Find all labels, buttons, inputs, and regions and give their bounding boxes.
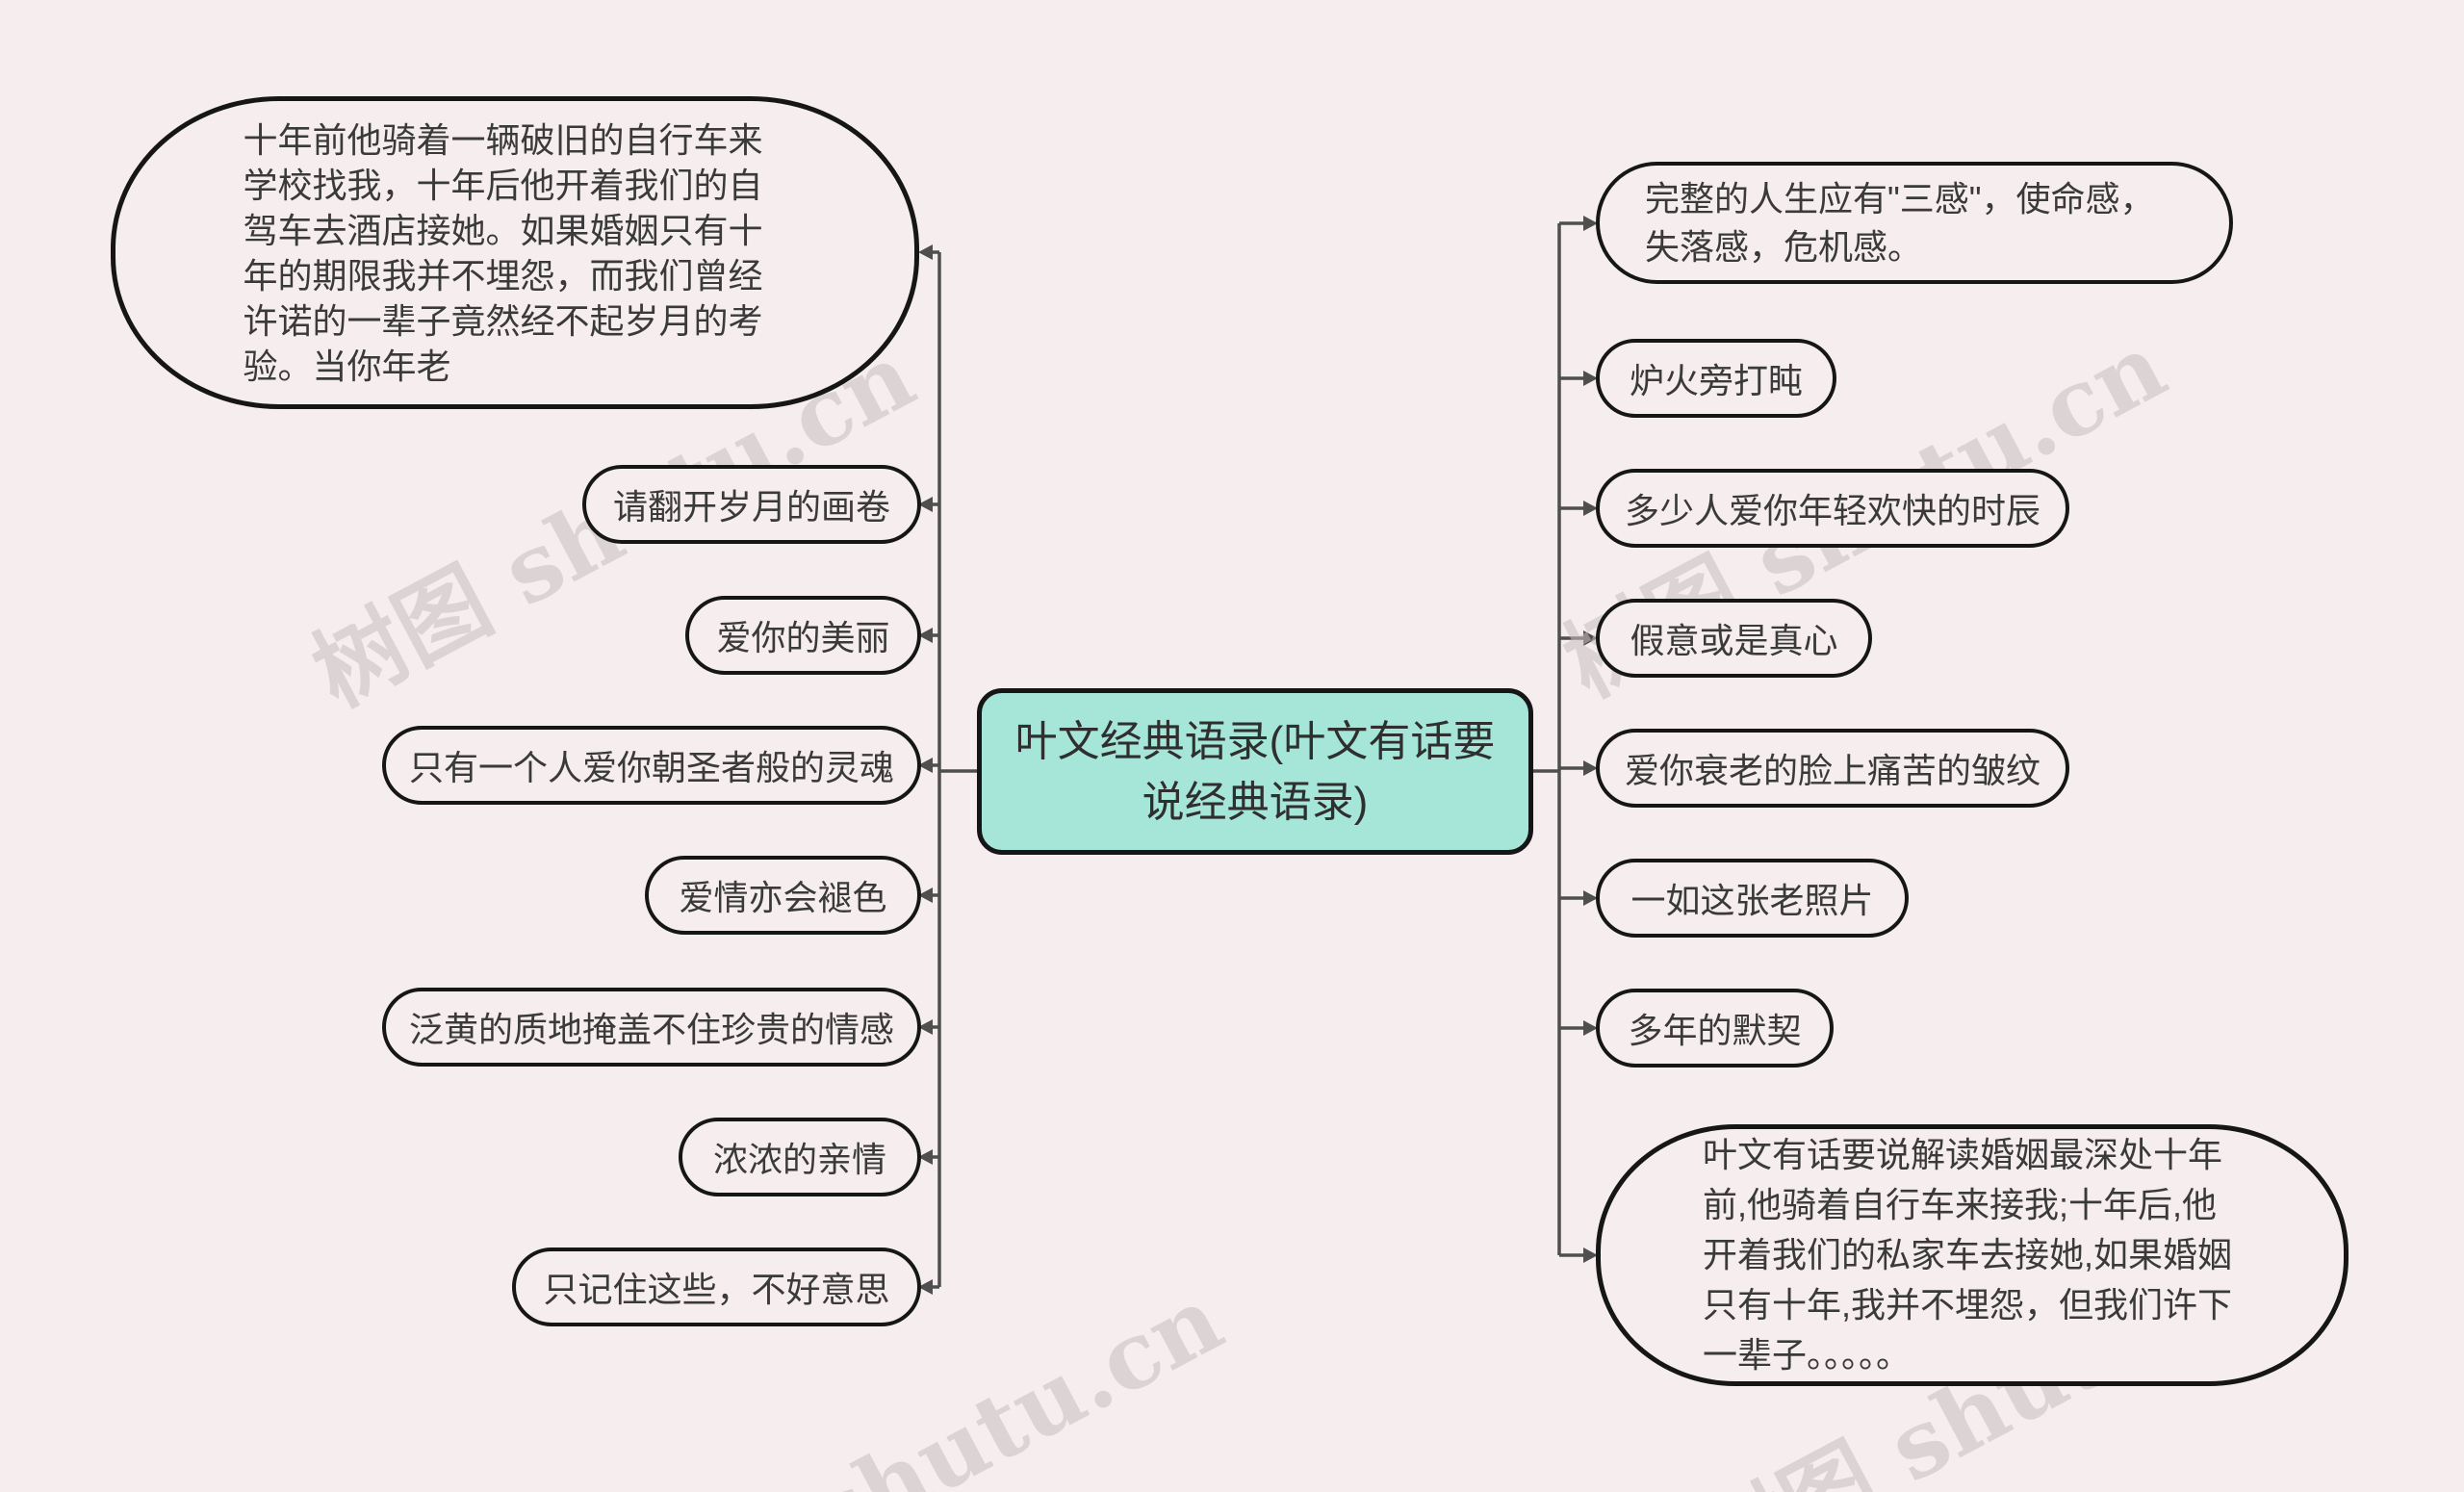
node-label: 浓浓的亲情 (712, 1140, 886, 1179)
left-node-7[interactable]: 只记住这些，不好意思 (512, 1248, 921, 1326)
right-node-0[interactable]: 完整的人生应有"三感"，使命感，失落感，危机感。 (1596, 162, 2233, 284)
left-node-6[interactable]: 浓浓的亲情 (679, 1118, 921, 1196)
node-label: 泛黄的质地掩盖不住珍贵的情感 (408, 1010, 894, 1049)
arrowheads (918, 216, 1598, 1295)
right-node-5[interactable]: 一如这张老照片 (1596, 859, 1909, 938)
left-node-quote-long[interactable]: 十年前他骑着一辆破旧的自行车来学校找我，十年后他开着我们的自驾车去酒店接她。如果… (111, 96, 919, 409)
central-topic-node[interactable]: 叶文经典语录(叶文有话要说经典语录) (977, 688, 1533, 855)
node-label: 多少人爱你年轻欢快的时辰 (1624, 491, 2040, 530)
node-label: 只记住这些，不好意思 (543, 1270, 890, 1309)
left-node-3[interactable]: 只有一个人爱你朝圣者般的灵魂 (382, 726, 921, 805)
node-label: 假意或是真心 (1630, 621, 1838, 660)
right-node-1[interactable]: 炉火旁打盹 (1596, 339, 1836, 418)
node-label: 十年前他骑着一辆破旧的自行车来学校找我，十年后他开着我们的自驾车去酒店接她。如果… (243, 119, 763, 386)
left-node-4[interactable]: 爱情亦会褪色 (645, 856, 921, 935)
central-topic-label: 叶文经典语录(叶文有话要说经典语录) (1014, 717, 1496, 826)
left-node-5[interactable]: 泛黄的质地掩盖不住珍贵的情感 (382, 988, 921, 1067)
node-label: 多年的默契 (1628, 1011, 1802, 1050)
node-label: 完整的人生应有"三感"，使命感，失落感，危机感。 (1645, 178, 2155, 267)
left-node-2[interactable]: 爱你的美丽 (685, 596, 921, 675)
node-label: 只有一个人爱你朝圣者般的灵魂 (408, 748, 894, 787)
right-node-2[interactable]: 多少人爱你年轻欢快的时辰 (1596, 469, 2069, 548)
node-label: 爱你衰老的脸上痛苦的皱纹 (1624, 751, 2040, 790)
node-label: 爱你的美丽 (716, 618, 890, 657)
node-label: 爱情亦会褪色 (679, 878, 887, 917)
right-node-quote-long[interactable]: 叶文有话要说解读婚姻最深处十年前,他骑着自行车来接我;十年后,他开着我们的私家车… (1596, 1124, 2348, 1386)
left-node-1[interactable]: 请翻开岁月的画卷 (582, 465, 921, 544)
right-node-3[interactable]: 假意或是真心 (1596, 599, 1872, 678)
node-label: 叶文有话要说解读婚姻最深处十年前,他骑着自行车来接我;十年后,他开着我们的私家车… (1703, 1135, 2233, 1375)
node-label: 请翻开岁月的画卷 (612, 487, 890, 527)
right-node-4[interactable]: 爱你衰老的脸上痛苦的皱纹 (1596, 729, 2069, 808)
right-node-6[interactable]: 多年的默契 (1596, 989, 1834, 1068)
node-label: 炉火旁打盹 (1629, 361, 1803, 400)
node-label: 一如这张老照片 (1630, 881, 1874, 920)
